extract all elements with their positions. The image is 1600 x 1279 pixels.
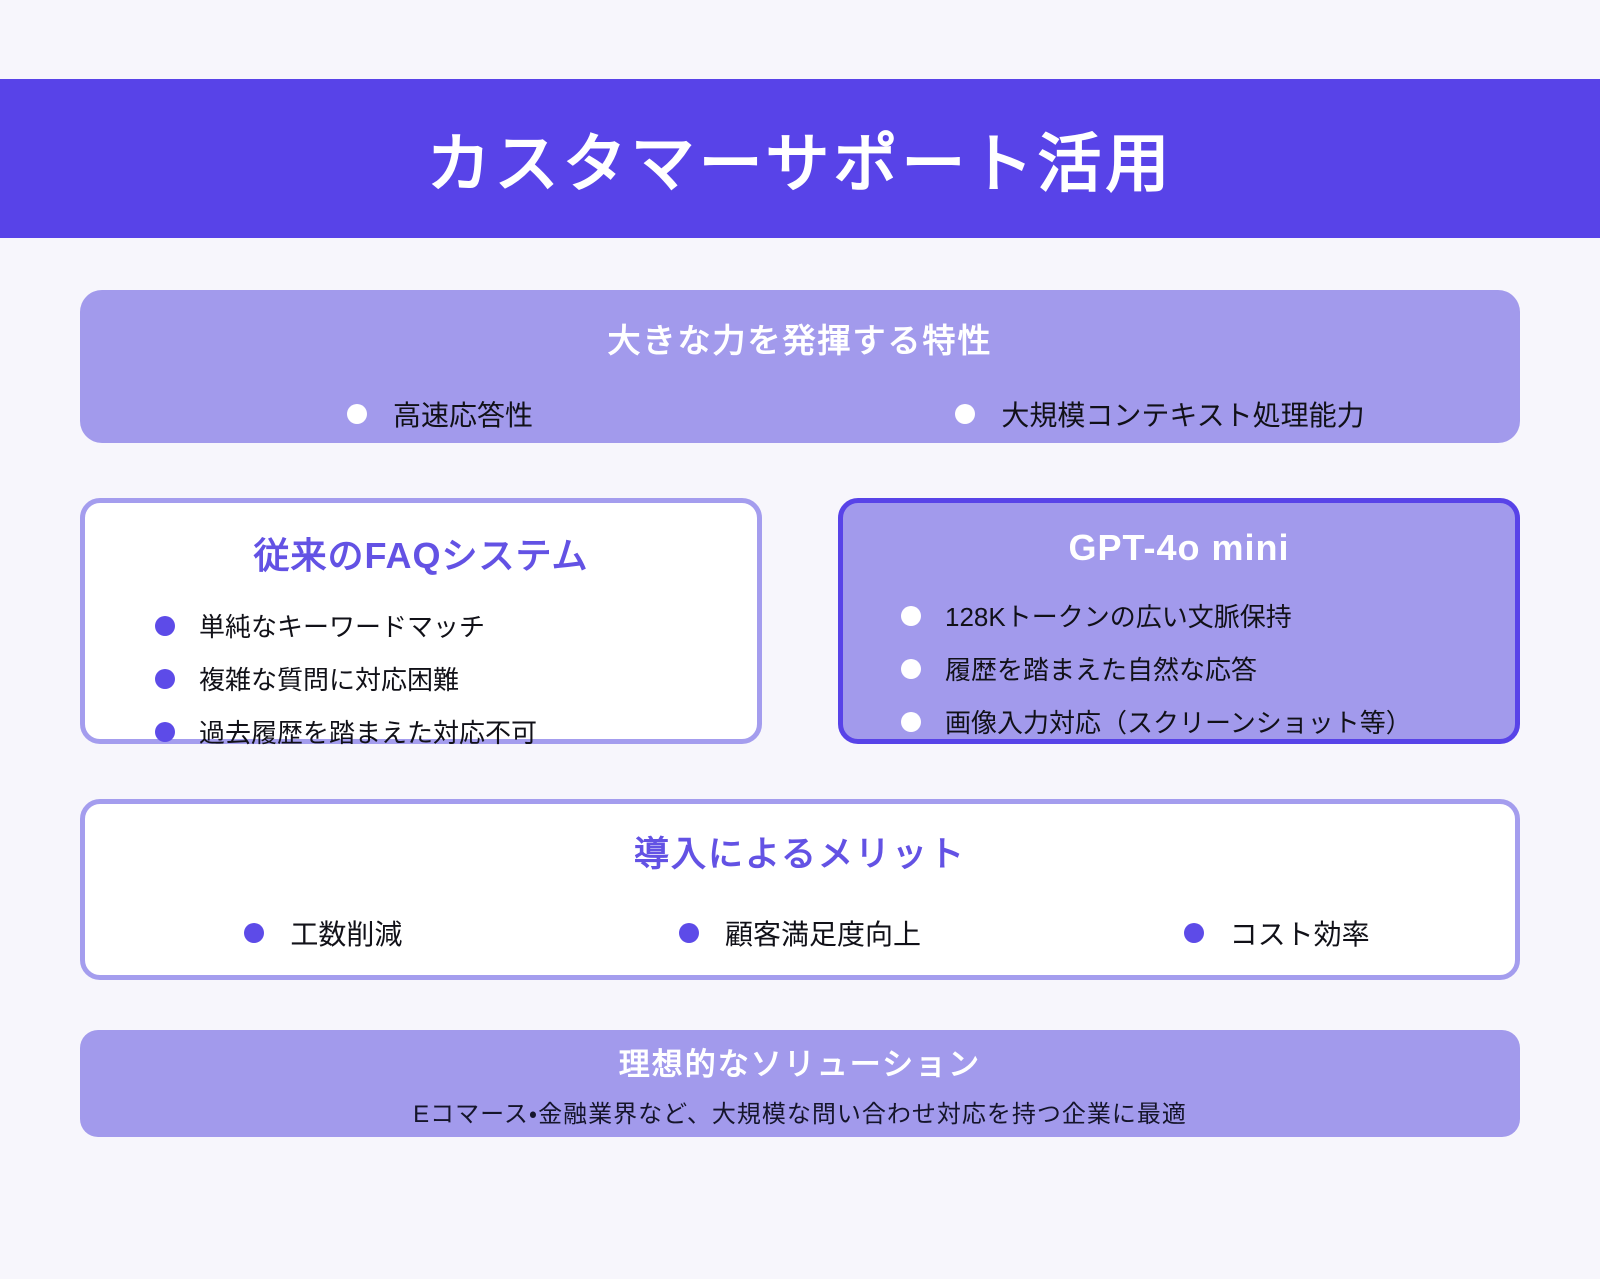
feature-label: 高速応答性 (392, 400, 533, 431)
list-item: 顧客満足度向上 (562, 913, 1039, 953)
features-box-title: 大きな力を発揮する特性 (607, 322, 993, 359)
merits-box: 導入によるメリット 工数削減 顧客満足度向上 コスト効率 (80, 799, 1520, 980)
faq-box-title: 従来のFAQシステム (253, 535, 589, 576)
bullet-dot-icon (155, 721, 175, 742)
gpt-bullet-list: 128Kトークンの広い文脈保持 履歴を踏まえた自然な応答 画像入力対応（スクリー… (901, 599, 1515, 738)
list-item: 複雑な質問に対応困難 (155, 662, 757, 695)
comparison-row: 従来のFAQシステム 単純なキーワードマッチ 複雑な質問に対応困難 過去履歴を踏… (80, 498, 1520, 748)
list-item: 画像入力対応（スクリーンショット等） (901, 705, 1515, 738)
gpt-box-title: GPT-4o mini (1068, 527, 1290, 568)
bullet-dot-icon (901, 605, 921, 626)
bullet-dot-icon (901, 658, 921, 679)
faq-item-label: 過去履歴を踏まえた対応不可 (199, 718, 538, 748)
merit-label: コスト効率 (1229, 919, 1370, 950)
merits-bullet-row: 工数削減 顧客満足度向上 コスト効率 (85, 913, 1515, 953)
gpt-item-label: 画像入力対応（スクリーンショット等） (945, 708, 1412, 738)
gpt-item-label: 128Kトークンの広い文脈保持 (945, 602, 1292, 632)
feature-label: 大規模コンテキスト処理能力 (1001, 400, 1365, 431)
list-item: 大規模コンテキスト処理能力 (800, 394, 1520, 434)
bullet-dot-icon (155, 668, 175, 689)
features-bullet-row: 高速応答性 大規模コンテキスト処理能力 (80, 394, 1520, 434)
bullet-dot-icon (901, 711, 921, 732)
faq-item-label: 単純なキーワードマッチ (199, 612, 486, 642)
bullet-dot-icon (1183, 923, 1204, 943)
bullet-dot-icon (155, 615, 175, 636)
header-band: カスタマーサポート活用 (0, 79, 1600, 238)
solution-box-subtitle: Eコマース・金融業界など、大規模な問い合わせ対応を持つ企業に最適 (413, 1100, 1187, 1128)
solution-box-title: 理想的なソリューション (618, 1046, 982, 1082)
solution-box: 理想的なソリューション Eコマース・金融業界など、大規模な問い合わせ対応を持つ企… (80, 1030, 1520, 1137)
faq-bullet-list: 単純なキーワードマッチ 複雑な質問に対応困難 過去履歴を踏まえた対応不可 (155, 609, 757, 748)
merits-box-title: 導入によるメリット (634, 835, 966, 874)
gpt-item-label: 履歴を踏まえた自然な応答 (945, 655, 1258, 685)
merit-label: 顧客満足度向上 (724, 919, 921, 950)
faq-system-box: 従来のFAQシステム 単純なキーワードマッチ 複雑な質問に対応困難 過去履歴を踏… (80, 498, 762, 748)
list-item: 履歴を踏まえた自然な応答 (901, 652, 1515, 685)
bullet-dot-icon (346, 404, 367, 424)
bullet-dot-icon (244, 923, 265, 943)
list-item: コスト効率 (1038, 913, 1515, 953)
features-box: 大きな力を発揮する特性 高速応答性 大規模コンテキスト処理能力 (80, 290, 1520, 443)
bullet-dot-icon (955, 404, 976, 424)
merit-label: 工数削減 (290, 919, 403, 950)
list-item: 工数削減 (85, 913, 562, 953)
list-item: 過去履歴を踏まえた対応不可 (155, 715, 757, 748)
slide-content: 大きな力を発揮する特性 高速応答性 大規模コンテキスト処理能力 従来のFAQシス… (0, 290, 1600, 1137)
list-item: 128Kトークンの広い文脈保持 (901, 599, 1515, 632)
list-item: 高速応答性 (80, 394, 800, 434)
bullet-dot-icon (678, 923, 699, 943)
list-item: 単純なキーワードマッチ (155, 609, 757, 642)
page-title: カスタマーサポート活用 (426, 127, 1174, 200)
faq-item-label: 複雑な質問に対応困難 (199, 665, 460, 695)
gpt-4o-mini-box: GPT-4o mini 128Kトークンの広い文脈保持 履歴を踏まえた自然な応答… (838, 498, 1520, 744)
